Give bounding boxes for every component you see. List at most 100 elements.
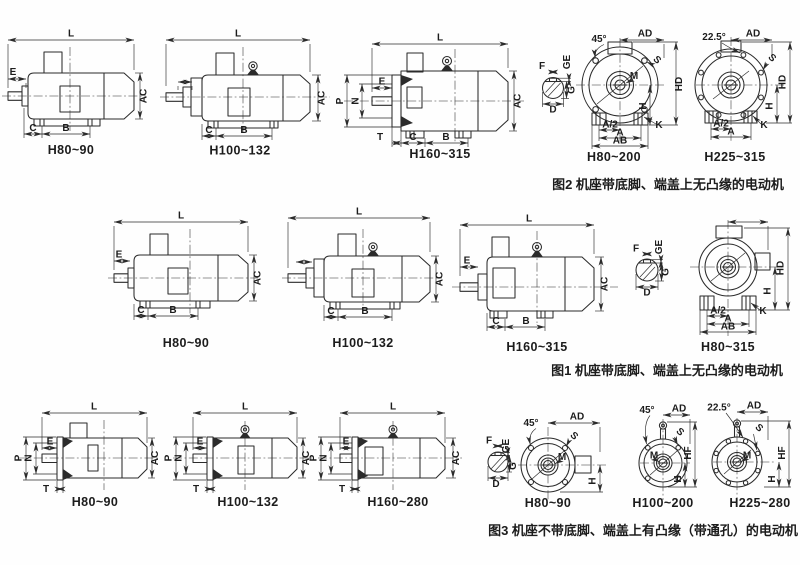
dim-label-H: H [763, 287, 774, 294]
dim-label-B: B [361, 306, 368, 317]
dim-label-C: C [492, 316, 499, 327]
dim-label-AC: AC [435, 272, 446, 286]
dim-label-S: S [568, 430, 581, 443]
lifting-eye-icon [367, 242, 379, 256]
fig3-end-view-h80-90: F GE G D 45° AD S M [486, 412, 608, 510]
dim-label-N: N [174, 454, 185, 461]
dim-label-D: D [643, 288, 650, 299]
dim-label-HF: HF [777, 446, 788, 459]
fig3-end-view-h225-280: 22.5° AD S M HF H H225~280 [707, 401, 792, 510]
model-label: H100~200 [632, 496, 693, 510]
dimensions: 22.5° AD S HD H A/2 A K [702, 29, 793, 140]
model-label: H225~315 [704, 150, 765, 164]
fig2-side-view-h80-90: L E AC C B H80~90 [2, 29, 150, 157]
dim-label-F: F [486, 436, 492, 447]
dim-label-HD: HD [778, 75, 789, 89]
dim-label-M: M [743, 451, 751, 462]
dimensions: L P N E T AC [164, 402, 313, 496]
lifting-eye-icon [658, 421, 668, 440]
motor-outline [287, 233, 431, 310]
motor-outline [113, 233, 249, 309]
dim-label-L: L [91, 402, 97, 413]
dim-label-HF: HF [683, 446, 694, 459]
dim-label-K: K [759, 306, 767, 317]
dim-label-AC: AC [513, 94, 524, 108]
dim-label-H: H [588, 477, 599, 484]
dim-label-G: G [508, 462, 519, 470]
dim-label-B: B [169, 305, 176, 316]
motor-outline [192, 424, 298, 481]
dim-label-F: F [539, 61, 545, 72]
dim-label-22-5deg: 22.5° [702, 32, 725, 43]
dim-label-AC: AC [150, 451, 161, 465]
dim-label-L: L [178, 211, 184, 222]
dim-label-S: S [766, 52, 779, 65]
model-label: H80~90 [48, 143, 95, 157]
dim-label-S: S [753, 422, 766, 435]
model-label: H80~90 [72, 495, 119, 509]
dim-label-E: E [464, 256, 471, 267]
model-label: H80~90 [163, 336, 210, 350]
dim-label-K: K [760, 120, 768, 131]
model-label: H100~132 [217, 495, 278, 509]
dim-label-AB: AB [721, 322, 735, 333]
dim-label-L: L [68, 29, 74, 40]
dim-label-E: E [343, 437, 350, 448]
dim-label-HD: HD [776, 261, 787, 275]
dim-label-T: T [339, 484, 345, 495]
dim-label-A: A [616, 128, 623, 139]
dim-label-M: M [558, 452, 566, 463]
dim-label-E: E [379, 77, 386, 88]
motor-outline [711, 419, 763, 488]
dim-label-A-half: A/2 [710, 306, 726, 317]
dim-label-N: N [319, 454, 330, 461]
dim-label-P: P [335, 97, 346, 104]
dimensions: HD H A/2 A AB K [699, 219, 791, 335]
dim-label-AC: AC [451, 451, 462, 465]
dim-label-22-5deg: 22.5° [707, 403, 730, 414]
figure-2-caption: 图2 机座带底脚、端盖上无凸缘的电动机 [552, 177, 784, 192]
fig3-side-view-h100-132: L P N E T AC H100~132 [164, 402, 313, 509]
dim-label-AC: AC [600, 277, 611, 291]
model-label: H160~315 [506, 340, 567, 354]
dimensions: L E AC C B [459, 214, 611, 331]
dim-label-AC: AC [301, 451, 312, 465]
figure-1-caption: 图1 机座带底脚、端盖上无凸缘的电动机 [551, 363, 783, 378]
dimensions: L P N E T AC [14, 402, 162, 496]
lifting-eye-icon [247, 61, 259, 75]
dimensions: L E AC C B [7, 29, 150, 138]
motor-outline [371, 52, 509, 139]
model-label: H100~132 [209, 144, 270, 158]
dim-label-E: E [10, 67, 17, 78]
dimensions: 45° AD S M H HD A/2 A AB K [591, 29, 685, 149]
dim-label-L: L [526, 214, 532, 225]
dim-label-C: C [327, 306, 334, 317]
dim-label-L: L [437, 33, 443, 44]
motor-outline [165, 52, 311, 129]
dim-label-P: P [164, 454, 175, 461]
dim-label-H: H [638, 102, 649, 109]
motor-outline [581, 41, 659, 126]
dim-label-F: F [633, 244, 639, 255]
dim-label-L: L [235, 29, 241, 40]
dim-label-M: M [650, 451, 658, 462]
dim-label-P: P [309, 454, 320, 461]
lifting-eye-icon [239, 424, 251, 438]
figure-3-caption: 图3 机座不带底脚、端盖上有凸缘（带通孔）的电动机 [488, 523, 798, 538]
motor-outline [41, 422, 148, 481]
dim-label-45deg: 45° [523, 418, 538, 429]
fig1-side-view-h160-315: L E AC C B H160~315 [452, 214, 618, 354]
dimensions: L E AC C B [113, 211, 264, 320]
fig1-end-view-h80-315: F GE G D HD H [633, 219, 791, 354]
dim-label-H: H [767, 475, 778, 482]
dim-label-H: H [765, 102, 776, 109]
dim-label-GE: GE [654, 239, 665, 254]
dim-label-T: T [377, 132, 383, 143]
dimensions: L P N E T AC [309, 402, 463, 496]
figure-2-row: L E AC C B H80~90 [2, 29, 793, 192]
model-label: H100~132 [332, 336, 393, 350]
dim-label-G: G [661, 268, 672, 276]
dim-label-AB: AB [613, 136, 627, 147]
